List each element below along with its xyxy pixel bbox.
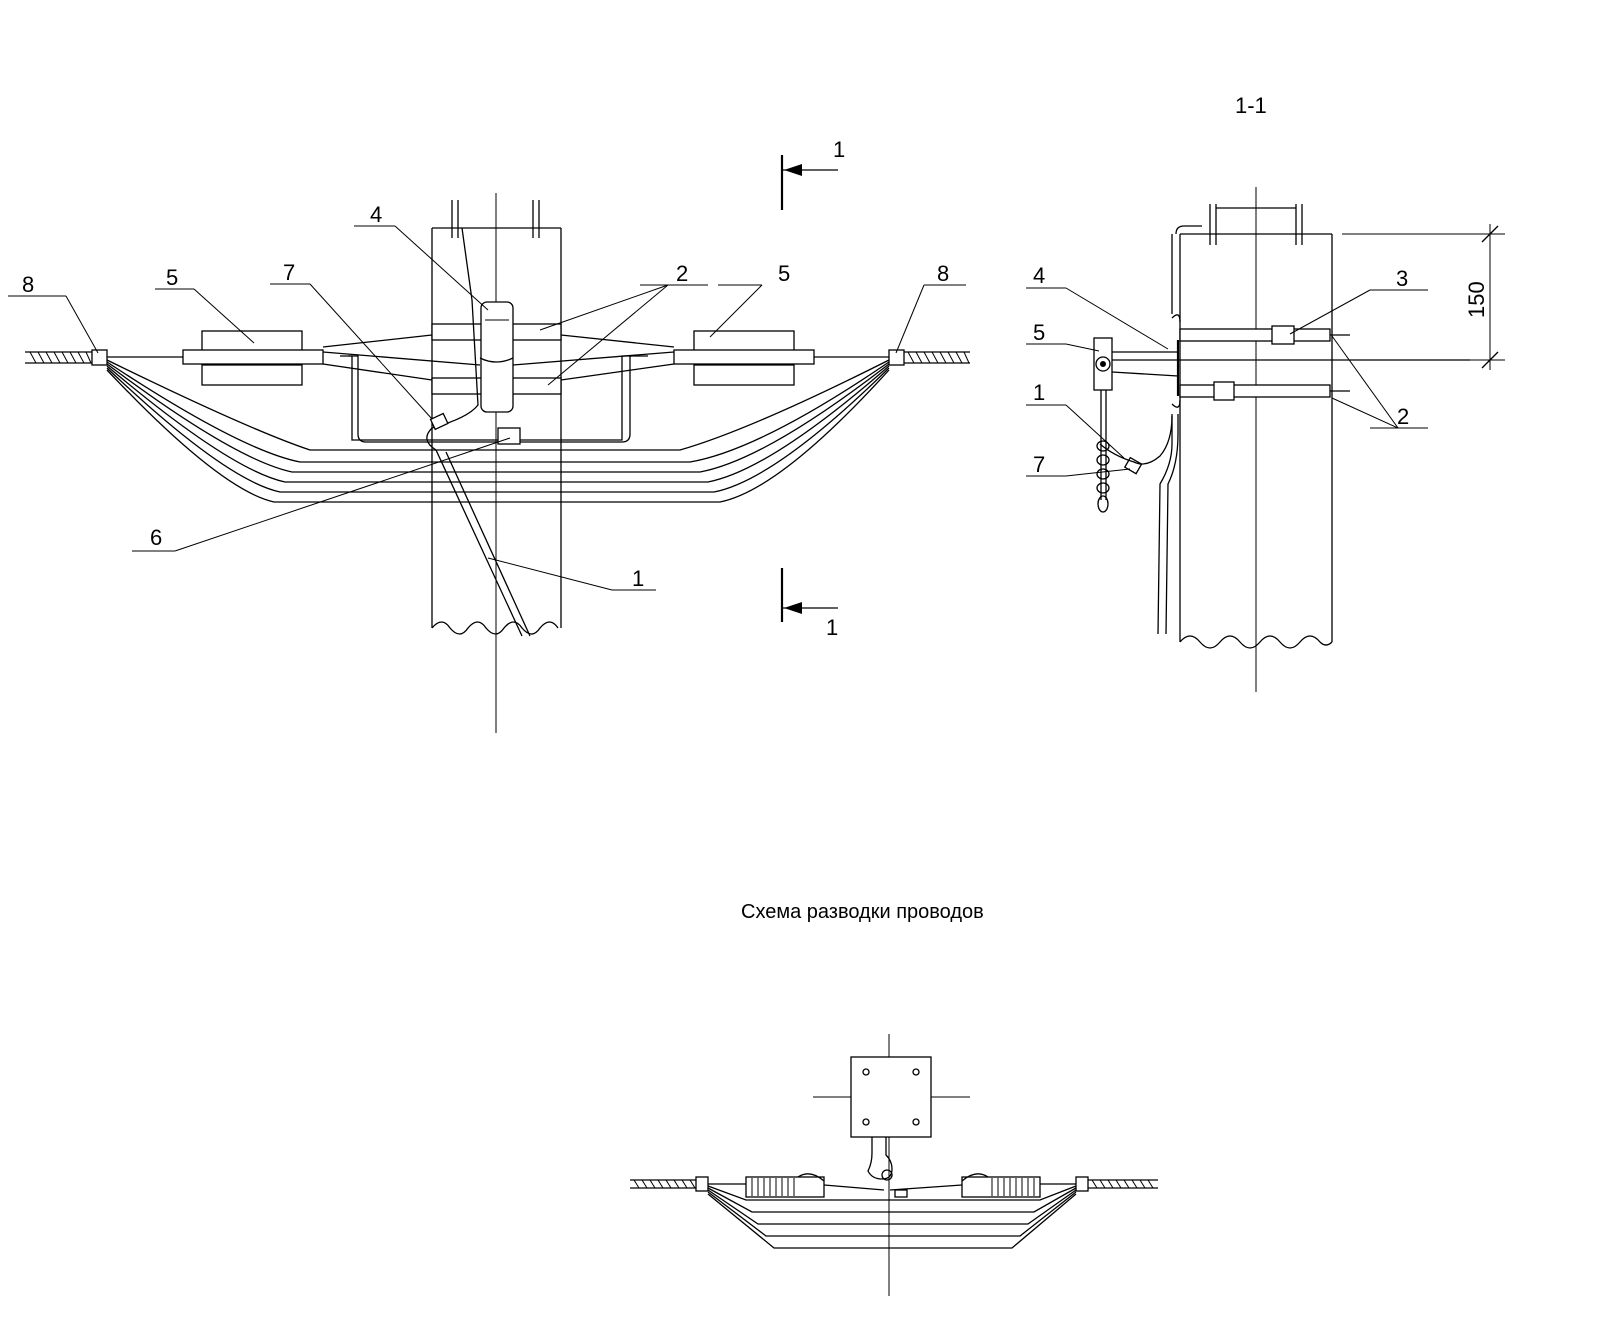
- section-title: 1-1: [1235, 93, 1267, 118]
- section-mark-bottom: [780, 568, 838, 622]
- messenger-left: [25, 349, 108, 366]
- side-callout-7: 7: [1033, 452, 1045, 477]
- wiring-caption: Схема разводки проводов: [741, 901, 984, 923]
- callout-1: 1: [632, 566, 644, 591]
- wiring-scheme: [630, 1034, 1158, 1296]
- down-conductor: [426, 227, 523, 637]
- junction-box: [497, 427, 521, 445]
- side-bracket-lower: [1179, 384, 1331, 398]
- dimension-150: [1342, 224, 1505, 370]
- front-view: 1 1 8: [8, 137, 970, 733]
- callout-5-left: 5: [166, 265, 178, 290]
- callout-6: 6: [150, 525, 162, 550]
- pole-side: [1179, 204, 1333, 649]
- wire-fan: [106, 359, 890, 503]
- section-mark-top-label: 1: [833, 137, 845, 162]
- callout-2: 2: [676, 261, 688, 286]
- side-bracket-upper: [1179, 328, 1331, 342]
- side-callout-2: 2: [1397, 404, 1409, 429]
- suspension-clamp: [480, 301, 514, 413]
- callout-8-left: 8: [22, 272, 34, 297]
- loop-wire: [340, 355, 648, 443]
- callout-5-right: 5: [778, 261, 790, 286]
- side-callout-5: 5: [1033, 320, 1045, 345]
- hanging-chain: [1096, 390, 1110, 513]
- side-view: 1-1: [1026, 93, 1505, 692]
- section-mark-top: [780, 155, 838, 210]
- tension-clamp-right: [560, 330, 889, 386]
- scheme-plate: [850, 1056, 932, 1138]
- front-leaders: [8, 225, 966, 591]
- side-callout-4: 4: [1033, 263, 1045, 288]
- side-leaders: [1026, 287, 1428, 477]
- side-callout-3: 3: [1396, 266, 1408, 291]
- callout-7: 7: [283, 260, 295, 285]
- callout-8-right: 8: [937, 261, 949, 286]
- section-mark-bottom-label: 1: [826, 615, 838, 640]
- callout-4: 4: [370, 202, 382, 227]
- dimension-label: 150: [1464, 281, 1489, 318]
- tension-clamp-left: [107, 330, 433, 386]
- side-callout-1: 1: [1033, 380, 1045, 405]
- messenger-right: [888, 349, 970, 366]
